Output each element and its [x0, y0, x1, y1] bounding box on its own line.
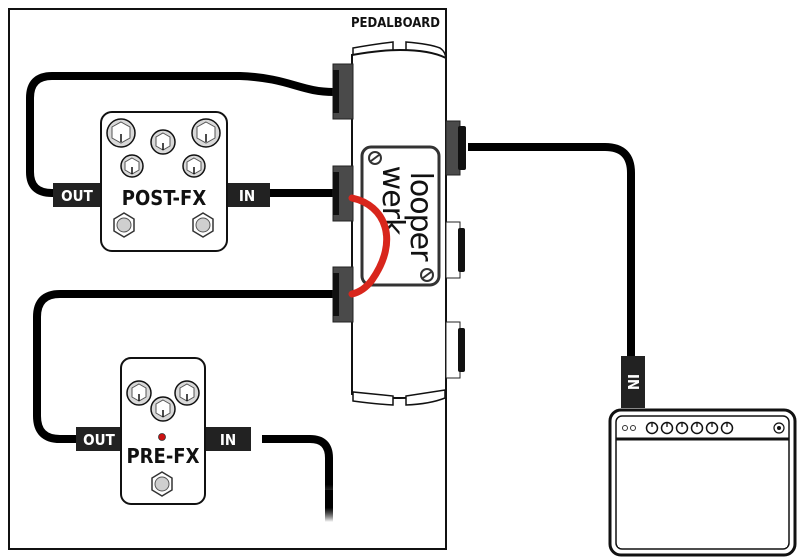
footswitch-icon[interactable]: [113, 212, 135, 238]
amp-knob-icon[interactable]: [645, 421, 659, 435]
cable-looper-send-to-postfx-out: [26, 72, 338, 197]
knob-icon[interactable]: [174, 380, 200, 406]
cable-looper-to-prefx-out: [33, 290, 338, 443]
pre-fx-name: PRE-FX: [127, 444, 200, 468]
looper-brand-line1: looper: [403, 172, 438, 263]
looper-jack-unused-1[interactable]: [445, 221, 465, 279]
pedal-post-fx: OUT IN POST-FX: [53, 111, 270, 252]
amp-speaker-grille: [618, 441, 787, 547]
amp-knob-icon[interactable]: [705, 421, 719, 435]
amp-knob-icon[interactable]: [675, 421, 689, 435]
amp-in-label: IN: [624, 374, 642, 390]
footswitch-icon[interactable]: [151, 471, 173, 497]
looper-brand-line2: werk: [375, 166, 410, 236]
pre-fx-in-label: IN: [220, 431, 236, 449]
amp-knob-icon[interactable]: [660, 421, 674, 435]
amp-knob-icon[interactable]: [690, 421, 704, 435]
post-fx-out-label: OUT: [61, 187, 93, 205]
screw-icon: [420, 268, 434, 282]
pre-fx-out-label: OUT: [83, 431, 115, 449]
amp-knob-icon[interactable]: [720, 421, 734, 435]
knob-icon[interactable]: [106, 118, 136, 148]
pre-fx-in-tab: [205, 427, 251, 451]
knob-icon[interactable]: [120, 154, 144, 178]
post-fx-in-label: IN: [239, 187, 255, 205]
pedal-pre-fx: OUT IN PRE-FX: [76, 357, 251, 505]
screw-icon: [368, 151, 382, 165]
amp-indicator-icon: [622, 425, 628, 431]
pedalboard-label: PEDALBOARD: [351, 16, 440, 31]
looper-jack-send[interactable]: [332, 63, 354, 120]
looper-jack-return[interactable]: [332, 165, 354, 222]
looper-jack-output[interactable]: [445, 120, 466, 176]
led-icon: [158, 433, 166, 441]
knob-icon[interactable]: [126, 380, 152, 406]
looper-unit: looper werk: [332, 41, 466, 406]
knob-icon[interactable]: [150, 129, 176, 155]
looper-jack-unused-2[interactable]: [445, 321, 465, 379]
pre-fx-out-tab: [76, 427, 122, 451]
knob-icon[interactable]: [182, 154, 206, 178]
amp-power-jack-icon[interactable]: [773, 422, 785, 434]
amplifier: IN: [608, 356, 797, 557]
post-fx-out-tab: [53, 183, 101, 207]
cable-looper-to-amp: [468, 143, 635, 360]
knob-icon[interactable]: [150, 396, 176, 422]
footswitch-icon[interactable]: [192, 212, 214, 238]
amp-indicator-icon: [630, 425, 636, 431]
amp-in-tab: [621, 356, 645, 408]
cable-guitar-to-prefx-in: [262, 435, 333, 522]
loop-cable-red: [348, 194, 391, 298]
looper-logo-plate: [360, 145, 441, 287]
post-fx-name: POST-FX: [122, 186, 207, 210]
post-fx-in-tab: [226, 183, 270, 207]
knob-icon[interactable]: [191, 118, 221, 148]
